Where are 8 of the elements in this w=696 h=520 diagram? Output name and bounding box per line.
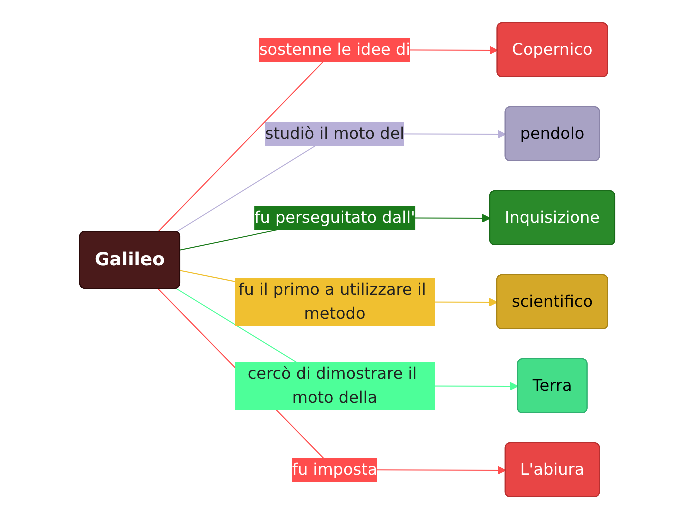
edge-label: fu perseguitato dall' <box>255 208 416 227</box>
edge-label: fu il primo a utilizzare il metodo <box>239 280 427 323</box>
edge-label: fu imposta <box>292 460 378 479</box>
edge-label: studiò il moto del <box>266 124 406 143</box>
arrow <box>158 46 499 232</box>
edge-label: sostenne le idee di <box>260 40 412 59</box>
edge-label: cercò di dimostrare il moto della <box>248 364 418 407</box>
arrow <box>176 130 507 233</box>
